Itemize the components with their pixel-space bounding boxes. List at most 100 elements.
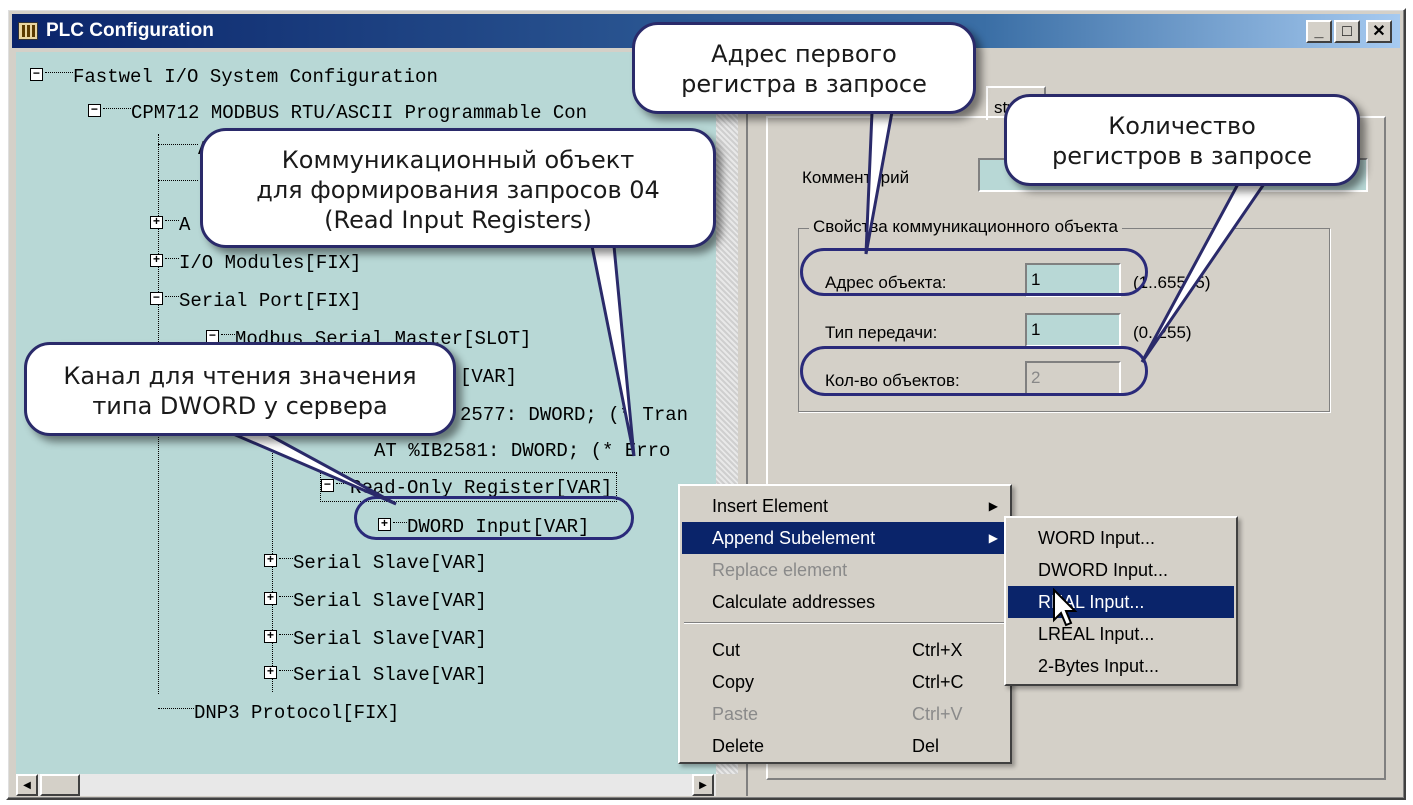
tree-node-label: [VAR] — [460, 366, 518, 388]
tree-node-label: AT %IB2581: DWORD; (* Erro — [374, 440, 671, 462]
close-icon: ✕ — [1372, 22, 1386, 40]
highlight-object-count-field — [800, 346, 1148, 396]
object-count-field — [1025, 361, 1121, 395]
tree-connector — [221, 334, 235, 336]
menu-item-append-subelement[interactable]: Append Subelement ▶ — [682, 522, 1008, 554]
collapse-icon[interactable]: − — [30, 68, 43, 82]
collapse-icon[interactable]: − — [321, 479, 334, 493]
expand-icon[interactable]: + — [264, 592, 277, 606]
menu-item-replace-element: Replace element — [682, 554, 1008, 586]
tree-node-label: A — [179, 214, 191, 236]
callout-line: (Read Input Registers) — [324, 206, 592, 234]
collapse-icon[interactable]: − — [88, 104, 101, 118]
tree-connector — [165, 296, 179, 298]
tree-node-serial-slave[interactable]: + Serial Slave[VAR] — [264, 660, 487, 690]
submenu-item-word-input[interactable]: WORD Input... — [1008, 522, 1234, 554]
object-count-label: Кол-во объектов: — [825, 371, 960, 390]
menu-item-calculate-addresses[interactable]: Calculate addresses — [682, 586, 1008, 618]
submenu-arrow-icon: ▶ — [988, 531, 998, 545]
submenu-arrow-icon: ▶ — [988, 499, 998, 513]
window-title: PLC Configuration — [46, 20, 214, 41]
tree-connector — [279, 634, 293, 636]
menu-item-label: Copy — [712, 672, 755, 692]
tree-node-label: DWORD Input[VAR] — [407, 516, 590, 538]
tree-connector — [279, 596, 293, 598]
menu-item-label: Append Subelement — [712, 528, 876, 548]
tree-node[interactable]: [VAR] — [460, 362, 517, 392]
address-field[interactable] — [1025, 263, 1121, 297]
tree-node-root[interactable]: − Fastwel I/O System Configuration — [30, 62, 438, 92]
submenu-item-real-input[interactable]: REAL Input... — [1008, 586, 1234, 618]
menu-item-label: DWORD Input... — [1038, 560, 1169, 580]
horizontal-scrollbar[interactable]: ◀ ▶ — [16, 774, 716, 796]
submenu-append: WORD Input... DWORD Input... REAL Input.… — [1004, 516, 1238, 686]
scroll-thumb[interactable] — [40, 774, 80, 796]
tree-node-label: Fastwel I/O System Configuration — [73, 66, 438, 88]
tree-connector — [272, 332, 273, 692]
address-label: Адрес объекта: — [825, 273, 947, 292]
highlight-dword-input — [354, 496, 634, 540]
transfer-type-field[interactable] — [1025, 313, 1121, 347]
tree-connector — [279, 670, 293, 672]
close-button[interactable]: ✕ — [1366, 20, 1392, 43]
submenu-item-2bytes-input[interactable]: 2-Bytes Input... — [1008, 650, 1234, 682]
tree-node-label: Serial Port[FIX] — [179, 290, 362, 312]
context-menu: Insert Element ▶ Append Subelement ▶ Repla… — [678, 484, 1012, 764]
minimize-button[interactable]: _ — [1306, 20, 1332, 43]
mouse-pointer-icon — [1053, 588, 1078, 627]
callout-first-register: Адрес первого регистра в запросе — [632, 22, 976, 114]
tree-connector — [393, 522, 407, 524]
tree-node-serial-slave[interactable]: +Serial Slave[VAR] — [264, 586, 487, 616]
expand-icon[interactable]: + — [264, 630, 277, 644]
collapse-icon[interactable]: − — [150, 292, 163, 306]
group-title: Свойства коммуникационного объекта — [809, 217, 1122, 237]
menu-shortcut: Ctrl+V — [912, 704, 963, 724]
callout-line: для формирования запросов 04 — [256, 176, 660, 204]
menu-item-label: Insert Element — [712, 496, 829, 516]
maximize-icon: □ — [1342, 22, 1352, 40]
menu-item-cut[interactable]: Cut Ctrl+X — [682, 634, 1008, 666]
tree-node-variable[interactable]: 2577: DWORD; (* Tran — [460, 400, 688, 430]
tree-node-serial-slave[interactable]: +Serial Slave[VAR] — [264, 624, 487, 654]
tree-node-serial-port[interactable]: − Serial Port[FIX] — [150, 286, 361, 316]
arrow-right-icon: ▶ — [699, 779, 707, 791]
expand-icon[interactable]: + — [150, 254, 163, 268]
tree-node-variable[interactable]: AT %IB2581: DWORD; (* Erro — [374, 436, 670, 466]
callout-comm-object: Коммуникационный объект для формирования… — [200, 128, 716, 248]
menu-shortcut: Ctrl+X — [912, 640, 963, 660]
expand-icon[interactable]: + — [264, 554, 277, 568]
scroll-left-button[interactable]: ◀ — [16, 774, 38, 796]
tree-node-label: DNP3 Protocol[FIX] — [194, 702, 400, 724]
menu-item-label: WORD Input... — [1038, 528, 1156, 548]
menu-item-label: Cut — [712, 640, 741, 660]
tree-node-label: 2577: DWORD; (* Tran — [460, 404, 689, 426]
tree-connector — [158, 708, 194, 710]
scroll-right-button[interactable]: ▶ — [692, 774, 714, 796]
menu-item-label: Delete — [712, 736, 765, 756]
tree-node-label: Serial Slave[VAR] — [293, 664, 487, 686]
menu-item-label: Calculate addresses — [712, 592, 876, 612]
expand-icon[interactable]: + — [264, 666, 277, 680]
tree-node-serial-slave[interactable]: + Serial Slave[VAR] — [264, 548, 487, 578]
tree-node-cpm712[interactable]: −CPM712 MODBUS RTU/ASCII Programmable Co… — [88, 98, 587, 128]
tree-node-io-modules[interactable]: +I/O Modules[FIX] — [150, 248, 361, 278]
tree-connector — [279, 558, 293, 560]
tree-node-dnp3[interactable]: DNP3 Protocol[FIX] — [158, 698, 399, 728]
submenu-item-lreal-input[interactable]: LREAL Input... — [1008, 618, 1234, 650]
transfer-type-range: (0..255) — [1133, 323, 1192, 342]
minimize-icon: _ — [1314, 22, 1324, 40]
submenu-item-dword-input[interactable]: DWORD Input... — [1008, 554, 1234, 586]
expand-icon[interactable]: + — [150, 216, 163, 230]
menu-shortcut: Ctrl+C — [912, 672, 964, 692]
tree-node[interactable]: +A — [150, 210, 190, 240]
menu-item-insert-element[interactable]: Insert Element ▶ — [682, 490, 1008, 522]
menu-item-copy[interactable]: Copy Ctrl+C — [682, 666, 1008, 698]
tree-node-label: Serial Slave[VAR] — [293, 552, 487, 574]
tree-node-label: Read-Only Register[VAR] — [350, 477, 613, 499]
tree-connector — [158, 144, 198, 146]
tree-node[interactable] — [158, 170, 198, 200]
callout-register-count: Количество регистров в запросе — [1004, 94, 1360, 186]
maximize-button[interactable]: □ — [1334, 20, 1360, 43]
